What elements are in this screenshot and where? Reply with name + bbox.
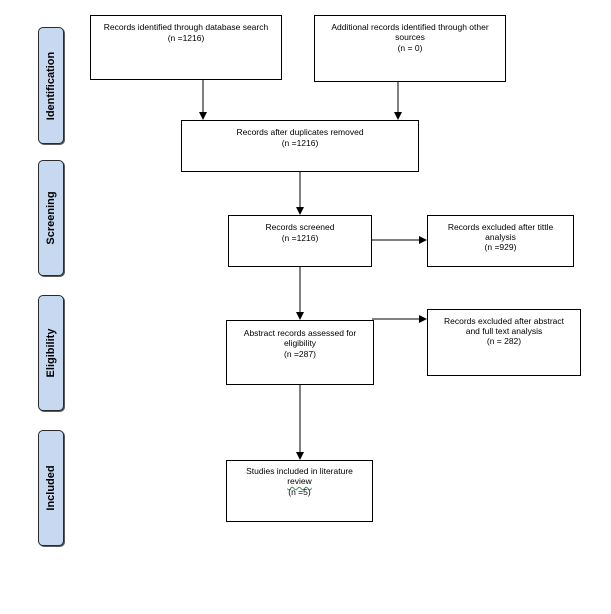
- box-excluded-title: Records excluded after tittle analysis (…: [427, 215, 574, 267]
- box-database-search: Records identified through database sear…: [90, 15, 282, 80]
- screened-label: Records screened: [265, 222, 335, 232]
- assessed-count: (n =287): [284, 349, 316, 359]
- phase-screening: Screening: [38, 160, 64, 276]
- box-screened: Records screened (n =1216): [228, 215, 372, 267]
- assessed-label: Abstract records assessed for eligibilit…: [243, 328, 357, 348]
- box-included: Studies included in literature review (n…: [226, 460, 373, 522]
- excluded-title-count: (n =929): [484, 242, 517, 252]
- excluded-title-label: Records excluded after tittle analysis: [447, 222, 554, 242]
- phase-eligibility: Eligibility: [38, 295, 64, 411]
- after-duplicates-count: (n =1216): [281, 138, 319, 148]
- database-search-count: (n =1216): [167, 33, 205, 43]
- box-other-sources: Additional records identified through ot…: [314, 15, 506, 82]
- other-sources-count: (n = 0): [397, 43, 423, 53]
- other-sources-label: Additional records identified through ot…: [331, 22, 489, 42]
- included-count: (n =5): [288, 487, 311, 497]
- box-assessed: Abstract records assessed for eligibilit…: [226, 320, 374, 385]
- after-duplicates-label: Records after duplicates removed: [236, 127, 364, 137]
- box-after-duplicates: Records after duplicates removed (n =121…: [181, 120, 419, 172]
- included-label: Studies included in literature: [246, 466, 353, 476]
- phase-included: Included: [38, 430, 64, 546]
- box-excluded-abstract: Records excluded after abstract and full…: [427, 309, 581, 376]
- database-search-label: Records identified through database sear…: [103, 22, 269, 32]
- screened-count: (n =1216): [281, 233, 319, 243]
- included-label-review: review: [287, 476, 312, 486]
- excluded-abstract-label: Records excluded after abstract and full…: [443, 316, 564, 336]
- excluded-abstract-count: (n = 282): [486, 336, 522, 346]
- phase-identification: Identification: [38, 27, 64, 144]
